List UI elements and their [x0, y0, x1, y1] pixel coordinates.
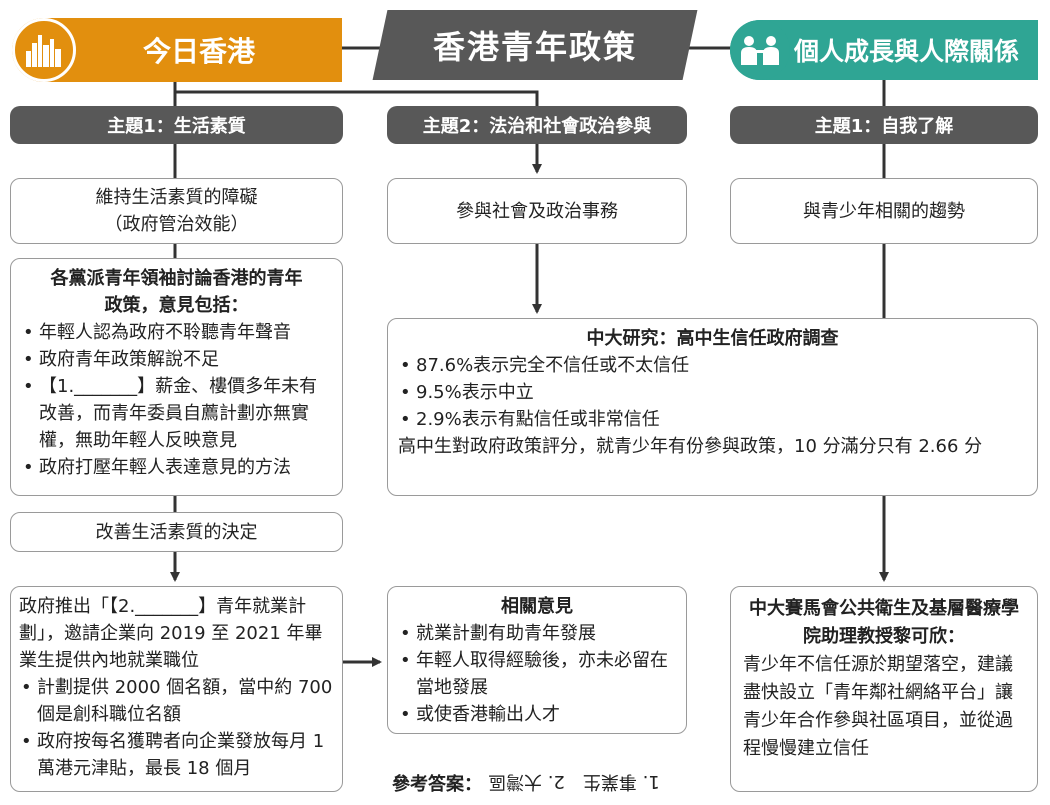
gov-list: 計劃提供 2000 個名額，當中約 700 個是創科職位名額 政府按每名獲聘者向… [19, 674, 334, 782]
opinions-title: 相關意見 [501, 596, 573, 617]
list-item: 年輕人取得經驗後，亦未必留在當地發展 [398, 647, 676, 701]
list-item: 2.9%表示有點信任或非常信任 [398, 406, 1027, 433]
header-main-title: 香港青年政策 [372, 10, 698, 80]
theme-self-understanding: 主題1：自我了解 [730, 106, 1038, 144]
list-item: 9.5%表示中立 [398, 379, 1027, 406]
improve-text: 改善生活素質的決定 [95, 521, 258, 543]
box-related-opinions: 相關意見 就業計劃有助青年發展 年輕人取得經驗後，亦未必留在當地發展 或使香港輸… [387, 586, 687, 734]
survey-list: 87.6%表示完全不信任或不太信任 9.5%表示中立 2.9%表示有點信任或非常… [398, 352, 1027, 433]
box-youth-trends: 與青少年相關的趨勢 [730, 178, 1038, 244]
opinions-list: 就業計劃有助青年發展 年輕人取得經驗後，亦未必留在當地發展 或使香港輸出人才 [398, 620, 676, 728]
theme-rule-of-law: 主題2：法治和社會政治參與 [387, 106, 687, 144]
box-party-leaders: 各黨派青年領袖討論香港的青年 政策，意見包括： 年輕人認為政府不聆聽青年聲音 政… [10, 258, 343, 496]
survey-text: 高中生對政府政策評分，就青少年有份參與政策，10 分滿分只有 2.66 分 [398, 436, 983, 457]
list-item: 年輕人認為政府不聆聽青年聲音 [21, 319, 332, 346]
box-government-scheme: 政府推出「【2._______】青年就業計劃」，邀請企業向 2019 至 202… [10, 586, 343, 792]
list-item: 政府打壓年輕人表達意見的方法 [21, 454, 332, 481]
answer-label: 參考答案： [392, 774, 482, 795]
people-icon [730, 20, 790, 80]
trends-text: 與青少年相關的趨勢 [803, 200, 965, 222]
participate-text: 參與社會及政治事務 [456, 200, 618, 222]
list-item: 就業計劃有助青年發展 [398, 620, 676, 647]
header-personal-growth: 個人成長與人際關係 [730, 20, 1038, 80]
expert-text: 青少年不信任源於期望落空，建議盡快設立「青年鄰社網絡平台」讓青少年合作參與社區項… [743, 654, 1013, 759]
box-improve-decision: 改善生活素質的決定 [10, 512, 343, 552]
list-item: 或使香港輸出人才 [398, 701, 676, 728]
list-item: 【1._______】薪金、樓價多年未有改善，而青年委員自薦計劃亦無實權，無助年… [21, 373, 332, 454]
barriers-line2: （政府管治效能） [104, 214, 249, 235]
gov-text: 政府推出「【2._______】青年就業計劃」，邀請企業向 2019 至 202… [19, 596, 323, 671]
list-item: 政府按每名獲聘者向企業發放每月 1 萬港元津貼，最長 18 個月 [19, 728, 334, 782]
leaders-list: 年輕人認為政府不聆聽青年聲音 政府青年政策解說不足 【1._______】薪金、… [21, 319, 332, 481]
expert-title: 中大賽馬會公共衛生及基層醫療學院助理教授黎可欣： [749, 598, 1019, 647]
box-expert-opinion: 中大賽馬會公共衛生及基層醫療學院助理教授黎可欣： 青少年不信任源於期望落空，建議… [730, 586, 1038, 792]
city-skyline-icon [12, 18, 76, 82]
leaders-title-1: 各黨派青年領袖討論香港的青年 [50, 268, 303, 289]
box-participation: 參與社會及政治事務 [387, 178, 687, 244]
list-item: 政府青年政策解說不足 [21, 346, 332, 373]
main-title: 香港青年政策 [432, 28, 637, 66]
box-barriers: 維持生活素質的障礙 （政府管治效能） [10, 178, 343, 244]
reference-answer: 參考答案： 1. 事業生 2. 大灣區 [392, 770, 660, 796]
survey-title: 中大研究：高中生信任政府調查 [586, 328, 839, 349]
header-today-hk-label: 今日香港 [142, 35, 255, 68]
list-item: 計劃提供 2000 個名額，當中約 700 個是創科職位名額 [19, 674, 334, 728]
header-today-hk: 今日香港 [12, 18, 342, 82]
header-personal-growth-label: 個人成長與人際關係 [794, 37, 1020, 66]
barriers-line1: 維持生活素質的障礙 [95, 187, 258, 208]
leaders-title-2: 政策，意見包括： [104, 295, 249, 316]
theme-quality-of-life: 主題1：生活素質 [10, 106, 343, 144]
list-item: 87.6%表示完全不信任或不太信任 [398, 352, 1027, 379]
box-cuhk-survey: 中大研究：高中生信任政府調查 87.6%表示完全不信任或不太信任 9.5%表示中… [387, 318, 1038, 496]
answer-flipped: 1. 事業生 2. 大灣區 [488, 771, 660, 792]
